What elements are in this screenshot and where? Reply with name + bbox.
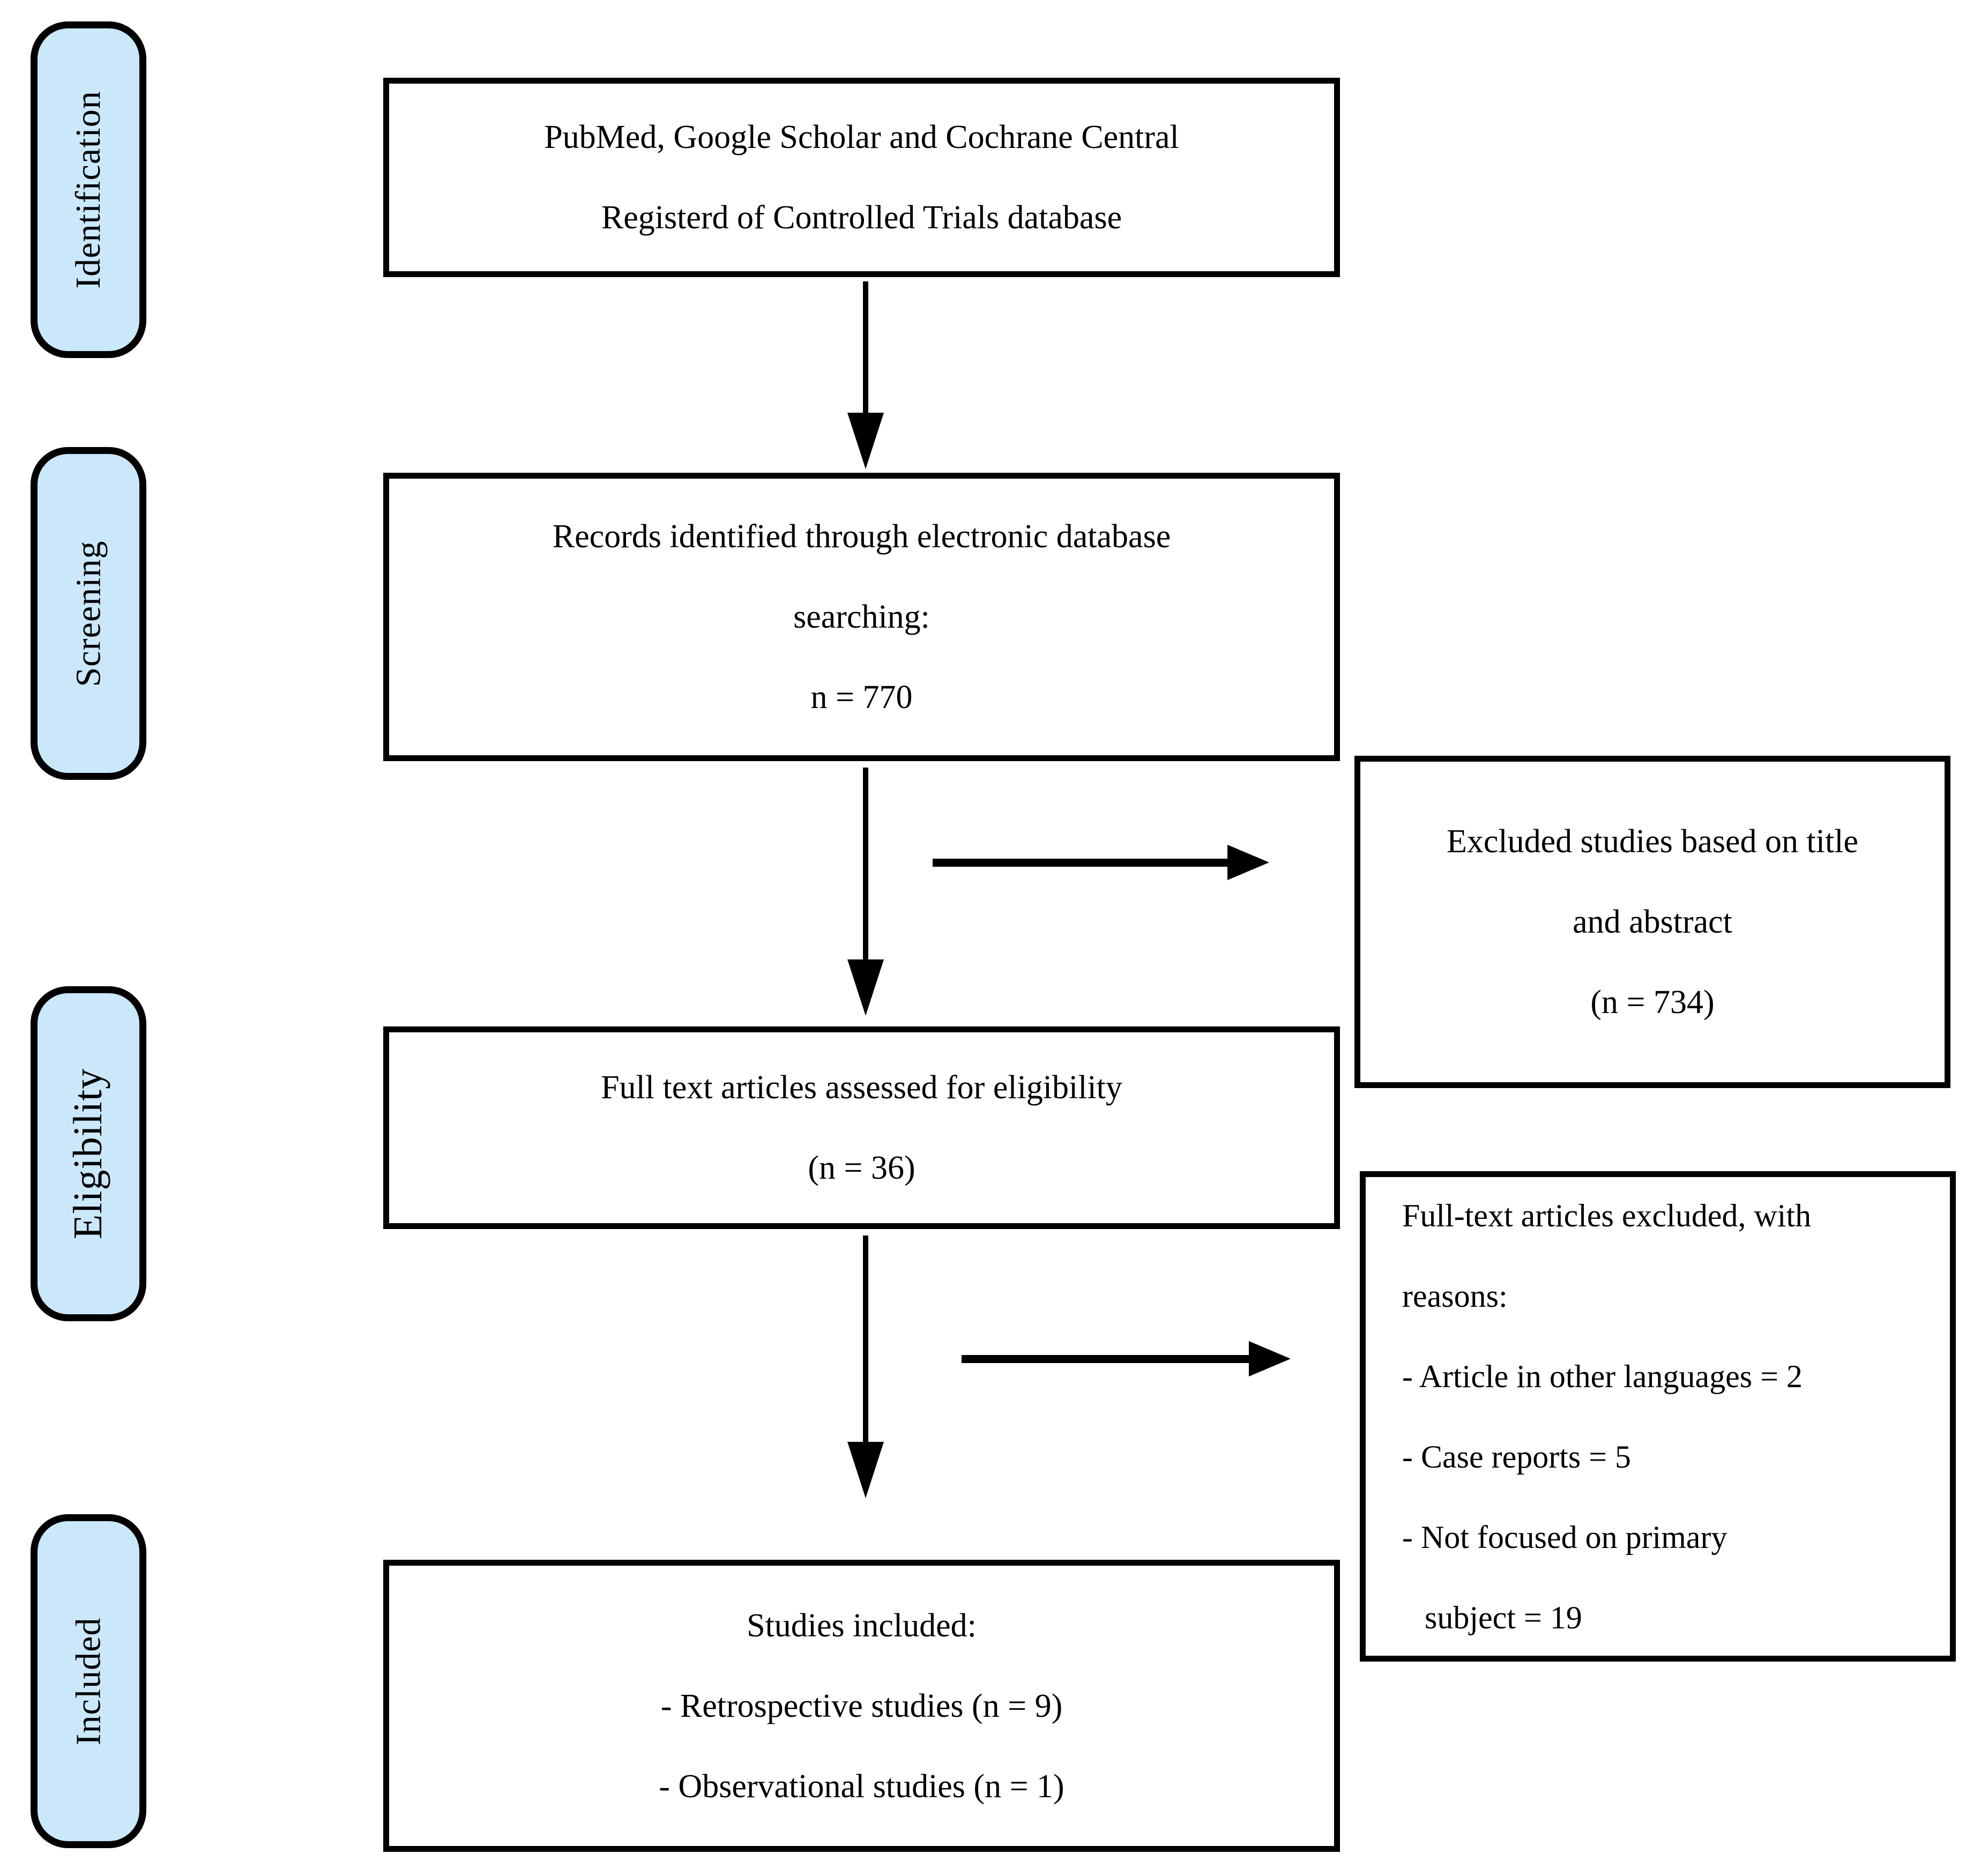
stage-screening-label: Screening bbox=[69, 540, 108, 687]
box-records-identified-count: n = 770 bbox=[810, 679, 913, 716]
stage-identification-label: Identification bbox=[69, 91, 108, 289]
box-excluded-fulltext-reason: - Article in other languages = 2 bbox=[1402, 1358, 1803, 1394]
stage-included-label: Included bbox=[69, 1617, 108, 1745]
box-excluded-title-abstract-line: and abstract bbox=[1573, 904, 1732, 940]
arrow-right-1-head-icon bbox=[1227, 845, 1269, 880]
box-excluded-fulltext-reason: - Not focused on primary bbox=[1402, 1519, 1727, 1555]
box-studies-included-observational: - Observational studies (n = 1) bbox=[659, 1768, 1064, 1805]
arrow-down-3-head-icon bbox=[847, 1442, 884, 1498]
box-excluded-fulltext: Full-text articles excluded, with reason… bbox=[1360, 1171, 1956, 1662]
box-fulltext-assessed-line: Full text articles assessed for eligibil… bbox=[601, 1069, 1122, 1106]
box-excluded-fulltext-reason: - Case reports = 5 bbox=[1402, 1439, 1632, 1475]
box-records-identified-line: searching: bbox=[793, 599, 930, 635]
arrow-right-2-head-icon bbox=[1249, 1341, 1291, 1376]
arrow-right-2-stem bbox=[962, 1355, 1250, 1363]
arrow-down-1-head-icon bbox=[847, 413, 884, 469]
box-excluded-fulltext-line: reasons: bbox=[1402, 1278, 1508, 1314]
stage-identification: Identification bbox=[31, 21, 146, 358]
arrow-down-3-stem bbox=[863, 1235, 868, 1443]
stage-included: Included bbox=[31, 1514, 146, 1848]
box-excluded-title-abstract-line: Excluded studies based on title bbox=[1447, 823, 1858, 860]
arrow-right-1-stem bbox=[933, 859, 1228, 867]
box-fulltext-assessed: Full text articles assessed for eligibil… bbox=[383, 1026, 1340, 1229]
box-excluded-fulltext-reason: subject = 19 bbox=[1425, 1599, 1582, 1635]
arrow-down-1-stem bbox=[863, 281, 868, 414]
stage-eligibility-label: Eligibility bbox=[65, 1068, 111, 1240]
box-records-identified-line: Records identified through electronic da… bbox=[552, 518, 1171, 555]
stage-eligibility: Eligibility bbox=[31, 986, 146, 1321]
box-studies-included: Studies included: - Retrospective studie… bbox=[383, 1560, 1340, 1852]
stage-screening: Screening bbox=[31, 447, 146, 780]
box-excluded-fulltext-line: Full-text articles excluded, with bbox=[1402, 1197, 1812, 1233]
box-studies-included-line: Studies included: bbox=[747, 1607, 977, 1644]
box-excluded-title-abstract-count: (n = 734) bbox=[1590, 984, 1715, 1021]
box-database-sources: PubMed, Google Scholar and Cochrane Cent… bbox=[383, 78, 1340, 277]
box-records-identified: Records identified through electronic da… bbox=[383, 473, 1340, 761]
arrow-down-2-stem bbox=[863, 768, 868, 961]
box-database-sources-line: PubMed, Google Scholar and Cochrane Cent… bbox=[544, 119, 1179, 155]
arrow-down-2-head-icon bbox=[847, 959, 884, 1016]
box-excluded-title-abstract: Excluded studies based on title and abst… bbox=[1354, 756, 1950, 1088]
box-studies-included-retrospective: - Retrospective studies (n = 9) bbox=[660, 1687, 1063, 1724]
box-database-sources-line: Registerd of Controlled Trials database bbox=[601, 199, 1122, 236]
box-fulltext-assessed-count: (n = 36) bbox=[808, 1150, 915, 1186]
